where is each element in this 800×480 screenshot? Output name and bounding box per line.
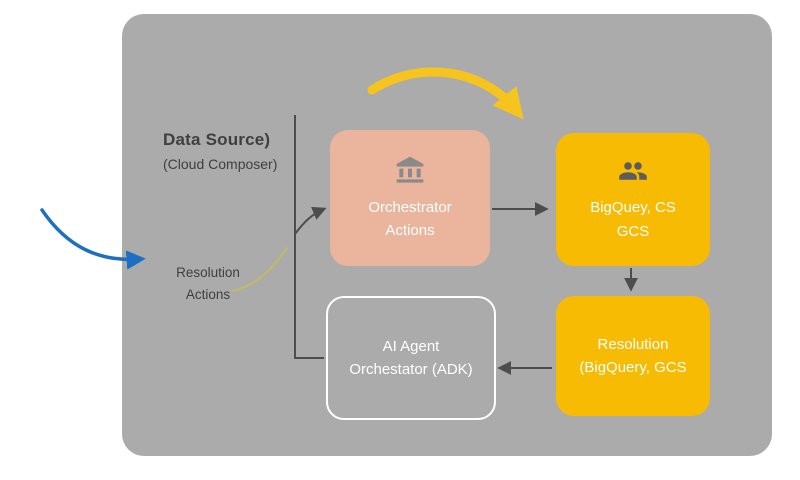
resolution-actions-label: Resolution Actions — [168, 262, 248, 305]
resolution-label-line2: (BigQuery, GCS — [579, 359, 687, 376]
orchestrator-label-line1: Orchestrator — [368, 198, 452, 216]
resolution-actions-line1: Resolution — [176, 265, 240, 280]
ai-agent-label-line1: AI Agent — [382, 337, 440, 355]
orchestrator-label-line2: Actions — [385, 222, 435, 239]
data-source-label: Data Source) (Cloud Composer) — [163, 130, 277, 172]
orchestrator-node: Orchestrator Actions — [330, 130, 490, 266]
data-source-subtitle: (Cloud Composer) — [163, 156, 278, 172]
bigquery-node: BigQuey, CS GCS — [556, 133, 710, 266]
bigquery-label-line2: GCS — [616, 222, 650, 240]
users-icon — [616, 156, 650, 186]
resolution-node: Resolution (BigQuery, GCS — [556, 296, 710, 416]
ai-agent-node: AI Agent Orchestator (ADK) — [326, 296, 496, 420]
ai-agent-label-line2: Orchestator (ADK) — [349, 361, 473, 378]
bank-icon — [393, 154, 427, 186]
resolution-actions-line2: Actions — [185, 286, 231, 302]
bigquery-label-line1: BigQuey, CS — [590, 199, 676, 217]
resolution-label-line1: Resolution — [597, 335, 669, 353]
data-source-title: Data Source) — [163, 130, 271, 149]
